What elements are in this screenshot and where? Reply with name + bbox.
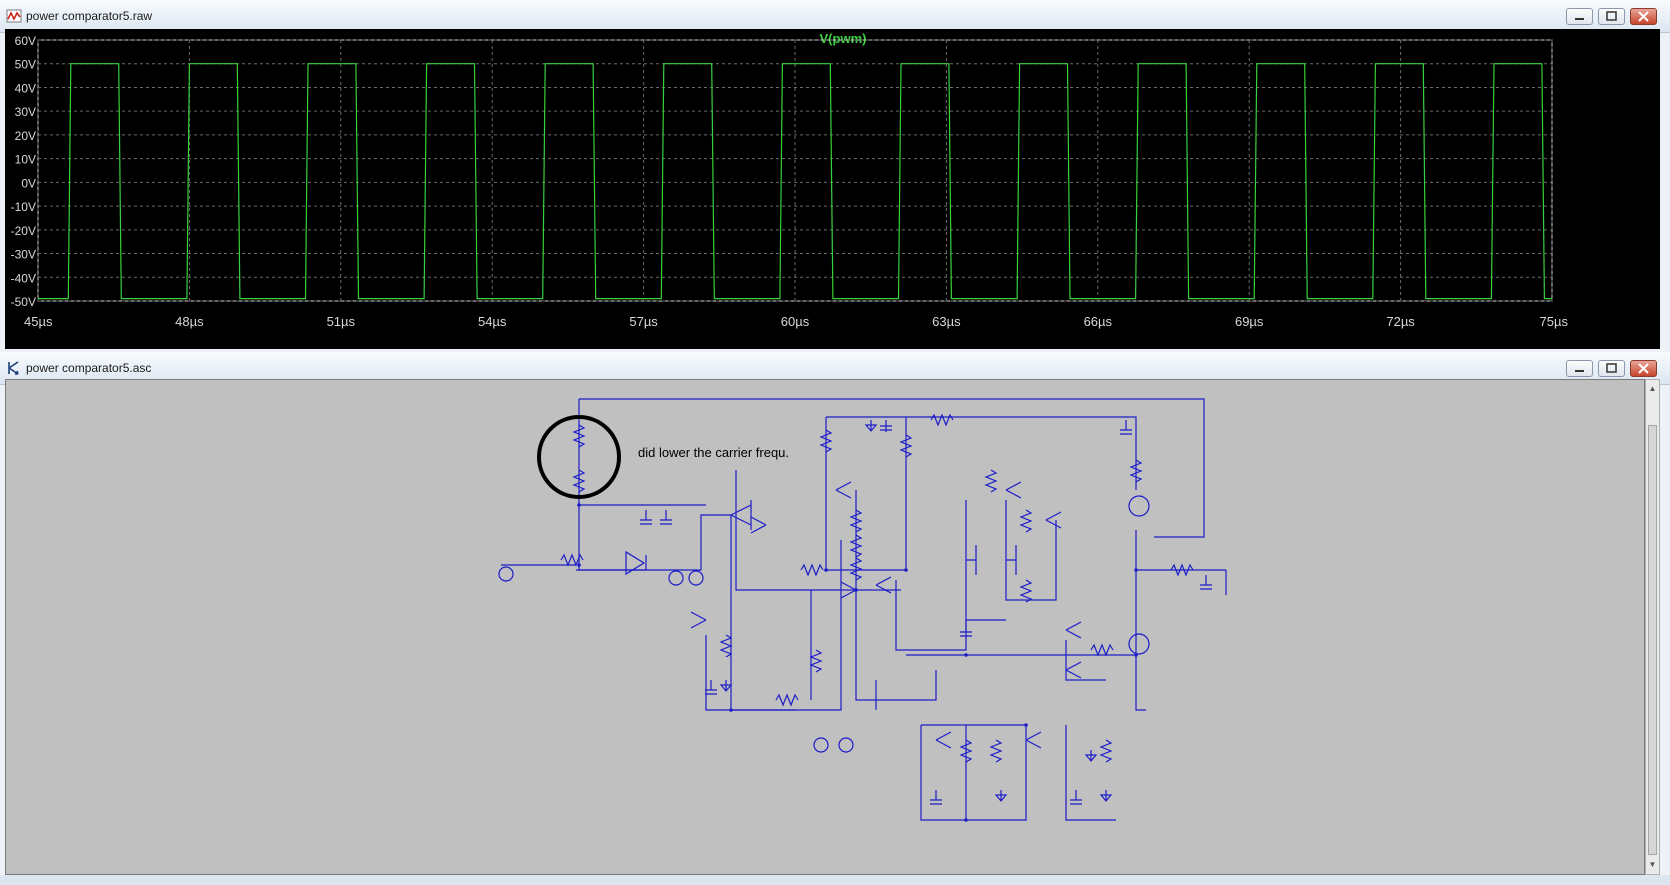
y-tick-label: -30V: [11, 248, 36, 262]
y-tick-label: -40V: [11, 271, 36, 285]
y-tick-label: 0V: [21, 176, 36, 190]
trace-vpwm[interactable]: [38, 63, 1552, 300]
maximize-button[interactable]: [1598, 8, 1625, 25]
close-icon: [1638, 363, 1649, 374]
minimize-icon: [1575, 370, 1584, 372]
x-tick-label: 57µs: [629, 314, 658, 329]
schematic-window-title: power comparator5.asc: [26, 361, 152, 375]
close-icon: [1638, 11, 1649, 22]
x-tick-label: 51µs: [327, 314, 356, 329]
plot-title[interactable]: V(pwm): [820, 31, 867, 46]
minimize-button[interactable]: [1566, 360, 1593, 377]
y-tick-label: 10V: [15, 153, 36, 167]
minimize-icon: [1575, 18, 1584, 20]
x-tick-label: 60µs: [781, 314, 810, 329]
minimize-button[interactable]: [1566, 8, 1593, 25]
bottom-edge: [0, 875, 1670, 885]
waveform-plot-pane[interactable]: V(pwm) 60V 50V 40V 30V 20V 10V 0V -10V -20V -30V -…: [5, 29, 1660, 349]
highlight-circle: [537, 415, 621, 499]
waveform-icon: [6, 9, 22, 23]
scroll-down-arrow[interactable]: ▼: [1648, 860, 1657, 869]
scroll-up-arrow[interactable]: ▲: [1648, 384, 1657, 393]
waveform-window: power comparator5.raw V(pwm) 60V 50V 40V 30…: [0, 0, 1670, 352]
y-tick-label: 20V: [15, 129, 36, 143]
y-tick-label: 40V: [15, 81, 36, 95]
x-tick-label: 75µs: [1540, 314, 1569, 329]
schematic-vertical-scrollbar[interactable]: ▲ ▼: [1645, 379, 1660, 875]
x-tick-label: 45µs: [24, 314, 53, 329]
y-tick-label: -10V: [11, 200, 36, 214]
close-button[interactable]: [1630, 8, 1657, 25]
y-tick-label: -20V: [11, 224, 36, 238]
schematic-annotation[interactable]: did lower the carrier frequ.: [638, 445, 789, 460]
x-tick-label: 66µs: [1084, 314, 1113, 329]
x-axis-ticks: 45µs 48µs 51µs 54µs 57µs 60µs 63µs 66µs 69µs 72µs…: [24, 314, 1568, 329]
y-tick-label: 30V: [15, 105, 36, 119]
y-tick-label: 60V: [15, 34, 36, 48]
y-tick-label: 50V: [15, 58, 36, 72]
x-tick-label: 72µs: [1386, 314, 1415, 329]
waveform-plot[interactable]: V(pwm) 60V 50V 40V 30V 20V 10V 0V -10V -20V -30V -…: [5, 29, 1660, 349]
maximize-button[interactable]: [1598, 360, 1625, 377]
x-tick-label: 69µs: [1235, 314, 1264, 329]
x-tick-label: 63µs: [932, 314, 961, 329]
plot-grid: [37, 39, 1553, 302]
x-tick-label: 48µs: [175, 314, 204, 329]
schematic-icon: [8, 361, 19, 375]
scrollbar-thumb[interactable]: [1648, 425, 1657, 855]
schematic-drawing[interactable]: did lower the carrier frequ.: [6, 380, 1644, 874]
schematic-canvas[interactable]: did lower the carrier frequ.: [5, 379, 1645, 875]
maximize-icon: [1606, 11, 1617, 21]
x-tick-label: 54µs: [478, 314, 507, 329]
close-button[interactable]: [1630, 360, 1657, 377]
maximize-icon: [1606, 363, 1617, 373]
y-axis-ticks: 60V 50V 40V 30V 20V 10V 0V -10V -20V -30V -40V -50V: [11, 34, 36, 309]
plot-frame: [37, 39, 1553, 302]
y-tick-label: -50V: [11, 295, 36, 309]
waveform-window-title: power comparator5.raw: [26, 9, 153, 23]
